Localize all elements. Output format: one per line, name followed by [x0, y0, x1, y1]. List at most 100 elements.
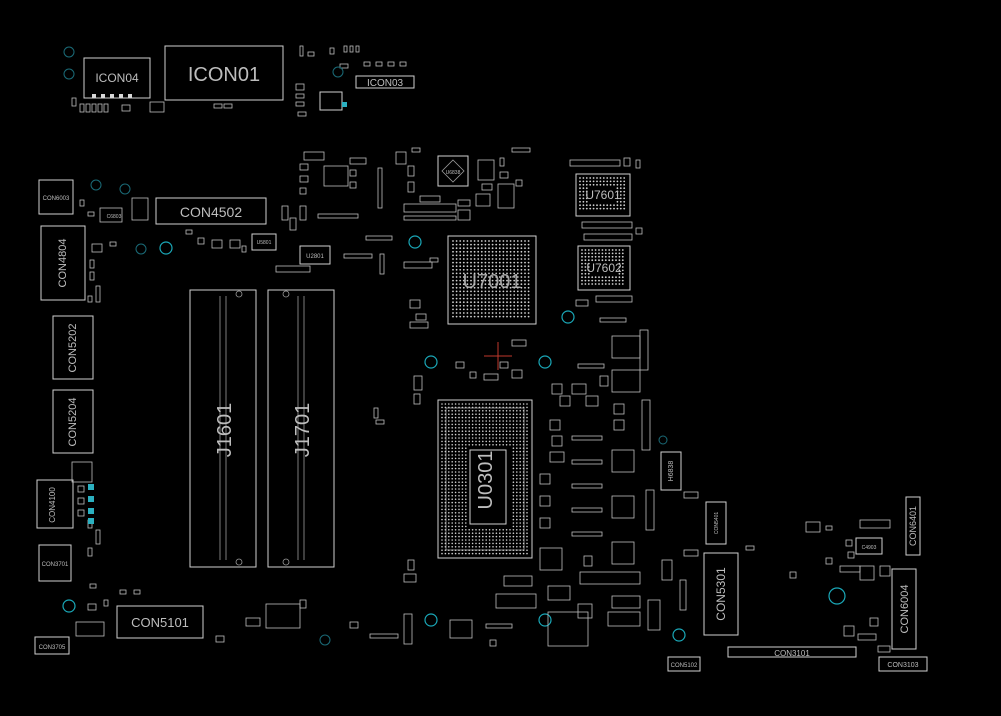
- bga-ball: [498, 304, 501, 307]
- h6838-component[interactable]: H6838: [660, 451, 682, 491]
- icon03-connector[interactable]: ICON03: [355, 75, 415, 89]
- bga-ball: [520, 304, 523, 307]
- bga-ball: [477, 304, 480, 307]
- bga-ball: [502, 423, 505, 426]
- bga-ball: [458, 457, 460, 460]
- bga-ball: [468, 532, 471, 534]
- con4502-connector[interactable]: CON4502: [155, 197, 267, 225]
- bga-ball: [465, 406, 467, 409]
- bga-ball: [505, 416, 508, 419]
- con5401-connector[interactable]: CON5401: [705, 501, 727, 545]
- bga-ball: [513, 258, 516, 260]
- u0301-cpu[interactable]: U0301: [437, 399, 533, 559]
- bga-ball: [475, 440, 477, 443]
- bga-ball: [505, 423, 508, 426]
- bga-ball: [492, 406, 494, 409]
- bga-ball: [519, 444, 521, 446]
- bga-ball: [458, 542, 460, 545]
- bga-ball: [506, 243, 508, 246]
- con3103-connector[interactable]: CON3103: [878, 656, 928, 672]
- icon04-connector[interactable]: ICON04: [83, 57, 151, 99]
- bga-ball: [452, 240, 454, 242]
- bga-ball: [480, 276, 483, 278]
- con5301-connector[interactable]: CON5301: [703, 552, 739, 636]
- bga-ball: [498, 308, 501, 311]
- con3701-connector[interactable]: CON3701: [38, 544, 72, 582]
- bga-ball: [581, 272, 583, 275]
- con4804-connector[interactable]: CON4804: [40, 225, 86, 301]
- u7001-bga[interactable]: U7001: [447, 235, 537, 325]
- bga-ball: [512, 518, 515, 521]
- bga-ball: [441, 542, 443, 545]
- bga-ball: [454, 433, 457, 436]
- bga-ball: [512, 461, 515, 463]
- con6003-connector[interactable]: CON6003: [38, 179, 74, 215]
- bga-ball: [459, 247, 462, 250]
- bga-ball: [454, 420, 457, 422]
- bga-ball: [465, 447, 467, 450]
- bga-ball: [618, 279, 621, 282]
- bga-ball: [478, 552, 481, 555]
- bga-ball: [441, 413, 443, 416]
- con5202-connector[interactable]: CON5202: [52, 315, 94, 380]
- bga-ball: [505, 420, 508, 422]
- bga-ball: [598, 276, 600, 279]
- bga-ball: [527, 272, 530, 275]
- icon01-connector[interactable]: ICON01: [164, 45, 284, 101]
- h6838-label: H6838: [668, 461, 675, 482]
- bga-ball: [505, 542, 508, 545]
- u6838-ic[interactable]: U6838: [437, 155, 469, 187]
- bga-ball: [581, 276, 583, 279]
- ic-top-small[interactable]: [319, 91, 343, 111]
- con3705-connector[interactable]: CON3705: [34, 636, 70, 655]
- bga-ball: [441, 423, 443, 426]
- bga-ball: [451, 447, 454, 450]
- con6401-connector[interactable]: CON6401: [905, 496, 921, 556]
- bga-ball: [606, 207, 609, 210]
- bga-ball: [454, 532, 457, 534]
- bga-ball: [451, 423, 454, 426]
- con6004-connector[interactable]: CON6004: [891, 568, 917, 650]
- bga-ball: [488, 427, 491, 429]
- bga-ball: [480, 254, 483, 257]
- u2801-ic[interactable]: U2801: [299, 245, 331, 265]
- bga-ball: [480, 304, 483, 307]
- bga-ball: [584, 283, 587, 285]
- bga-ball: [527, 312, 530, 314]
- bga-ball: [454, 491, 457, 494]
- bga-ball: [441, 467, 443, 470]
- con3101-connector[interactable]: CON3101: [727, 646, 857, 658]
- bga-ball: [444, 457, 447, 460]
- bga-ball: [516, 276, 519, 278]
- u7601-memory[interactable]: U7601: [575, 173, 631, 217]
- u5801-label: U5801: [257, 240, 272, 246]
- j1601-dimm-slot[interactable]: J1601: [189, 289, 257, 568]
- bga-ball: [491, 312, 494, 314]
- bga-ball: [526, 444, 528, 446]
- bga-ball: [470, 268, 472, 271]
- bga-ball: [587, 252, 590, 255]
- bga-ball: [604, 249, 607, 251]
- j1701-dimm-slot[interactable]: J1701: [267, 289, 335, 568]
- bga-ball: [522, 539, 525, 541]
- bga-ball: [492, 437, 494, 439]
- bga-ball: [498, 243, 501, 246]
- con3701-label: CON3701: [42, 562, 69, 568]
- bga-ball: [505, 539, 508, 541]
- con5204-connector[interactable]: CON5204: [52, 389, 94, 454]
- con5101-connector[interactable]: CON5101: [116, 605, 204, 639]
- bga-ball: [485, 437, 488, 439]
- c4903-component[interactable]: C4903: [855, 537, 883, 555]
- bga-ball: [475, 542, 477, 545]
- bga-ball: [454, 535, 457, 538]
- bga-ball: [527, 279, 530, 282]
- bga-ball: [471, 423, 474, 426]
- bga-ball: [482, 539, 484, 541]
- u5801-ic[interactable]: U5801: [251, 233, 277, 251]
- u7602-memory[interactable]: U7602: [577, 245, 631, 291]
- con4100-connector[interactable]: CON4100: [36, 479, 74, 529]
- con5202-label: CON5202: [67, 324, 79, 373]
- bga-ball: [526, 416, 528, 419]
- bga-ball: [506, 276, 508, 278]
- con5102-connector[interactable]: CON5102: [667, 656, 701, 672]
